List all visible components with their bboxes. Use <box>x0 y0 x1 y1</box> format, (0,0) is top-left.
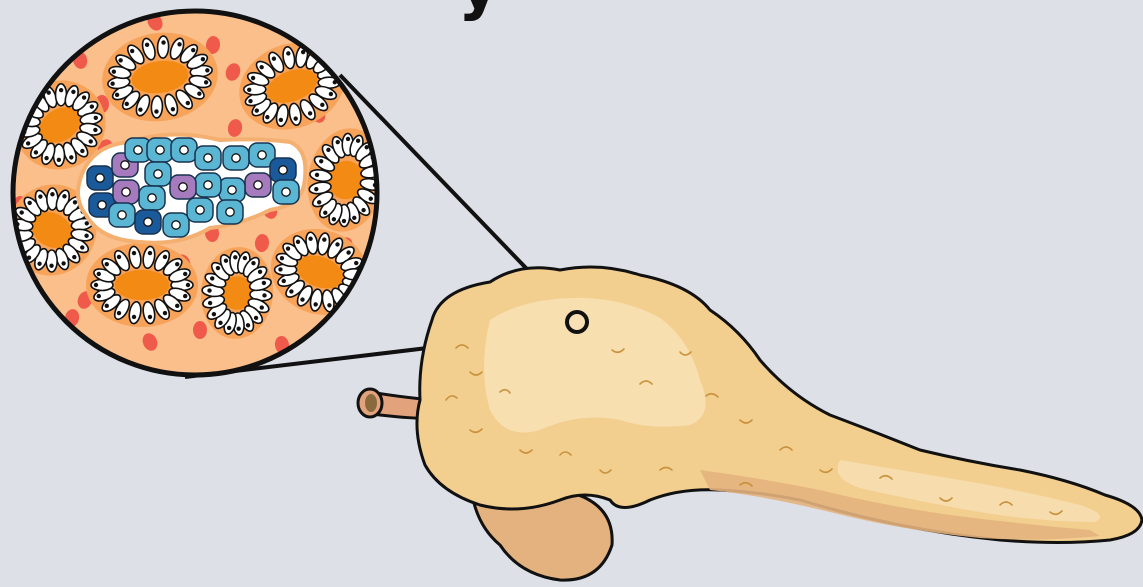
acinus-cell-nucleus <box>355 283 361 289</box>
acinus-cell-nucleus <box>175 304 179 308</box>
acinus-cell-nucleus <box>183 294 187 298</box>
islet-cell-nucleus <box>148 194 156 202</box>
islet-cell-nucleus <box>282 188 290 196</box>
islet-cell-nucleus <box>118 211 126 219</box>
islet-cell-nucleus <box>154 170 162 178</box>
islet-cell-nucleus <box>172 221 180 229</box>
acinus-cell-nucleus <box>97 272 101 276</box>
acinus-cell-nucleus <box>117 311 121 315</box>
acinus-cell <box>157 36 169 58</box>
acinus-cell-nucleus <box>94 283 98 287</box>
acinus-cell-nucleus <box>349 293 355 299</box>
islet-cell-nucleus <box>180 146 188 154</box>
islet-cell-nucleus <box>96 174 104 182</box>
islet-cell-nucleus <box>196 206 204 214</box>
acinus-cell <box>151 96 163 118</box>
islet-cell-nucleus <box>279 166 287 174</box>
acinus-cell-nucleus <box>97 294 101 298</box>
islet-cell-nucleus <box>121 161 129 169</box>
islet-cell-nucleus <box>232 154 240 162</box>
acinus-cell-nucleus <box>175 262 179 266</box>
acinus-cell-nucleus <box>148 251 152 255</box>
pancreas-organ <box>417 267 1142 580</box>
acinus-cell-nucleus <box>132 251 136 255</box>
islet-cell-nucleus <box>204 181 212 189</box>
title-text-fragment: y <box>458 0 500 18</box>
acinus-cell-nucleus <box>105 262 109 266</box>
acinus-cell-nucleus <box>148 315 152 319</box>
islet-cell-nucleus <box>98 201 106 209</box>
zoom-origin-point <box>567 312 587 332</box>
acinus-lumen <box>115 270 170 300</box>
acinus-cell-nucleus <box>163 255 167 259</box>
islet-cell-nucleus <box>258 151 266 159</box>
acinus-cell-nucleus <box>186 283 190 287</box>
acinus-cell-nucleus <box>183 272 187 276</box>
acinus-cell-nucleus <box>163 311 167 315</box>
acinus-cell-nucleus <box>117 255 121 259</box>
islet-cell-nucleus <box>144 218 152 226</box>
islet-cell-nucleus <box>156 146 164 154</box>
acinus-cluster <box>86 243 198 327</box>
zoom-magnifier-circle <box>0 11 392 375</box>
islet-cell-nucleus <box>179 183 187 191</box>
islet-cell-nucleus <box>228 186 236 194</box>
islet-cell-nucleus <box>122 188 130 196</box>
islet-cell-nucleus <box>226 208 234 216</box>
duct-lumen <box>365 394 377 412</box>
islet-cell-nucleus <box>134 146 142 154</box>
acinus-cell-nucleus <box>105 304 109 308</box>
acinus-cell-nucleus <box>132 315 136 319</box>
islet-cell-nucleus <box>254 181 262 189</box>
islet-cell-nucleus <box>204 154 212 162</box>
